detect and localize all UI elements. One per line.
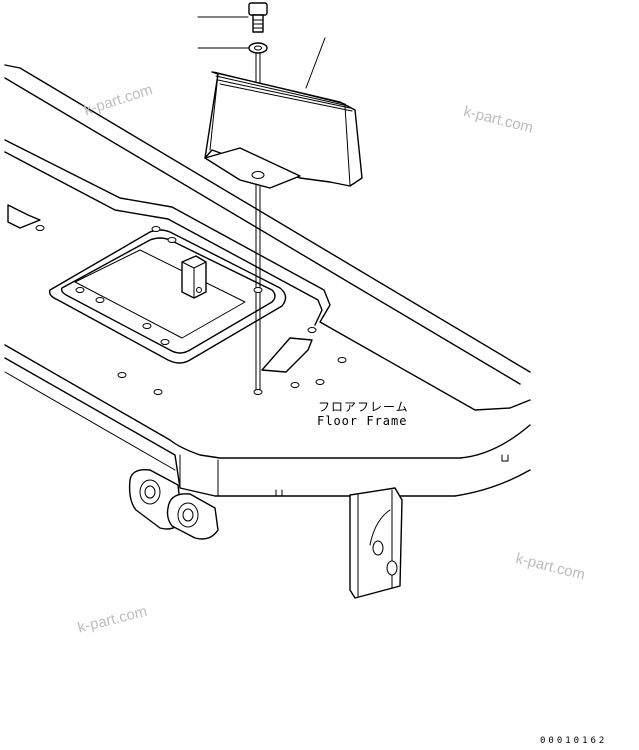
drawing-code: 00010162 [540,736,608,746]
leader-lines [197,16,326,89]
bolt [248,2,268,33]
part-label-jp: フロアフレーム [318,400,409,414]
edge-notch [275,489,283,497]
hinge-lugs [128,469,219,540]
right-bracket [349,487,403,599]
floor-frame [4,64,531,497]
left-slot [7,204,41,229]
edge-notch [501,454,509,462]
washer [248,42,268,54]
part-label-en: Floor Frame [317,414,408,428]
right-slot [261,337,313,373]
foot-rest [204,71,363,189]
center-hatch [48,229,287,364]
